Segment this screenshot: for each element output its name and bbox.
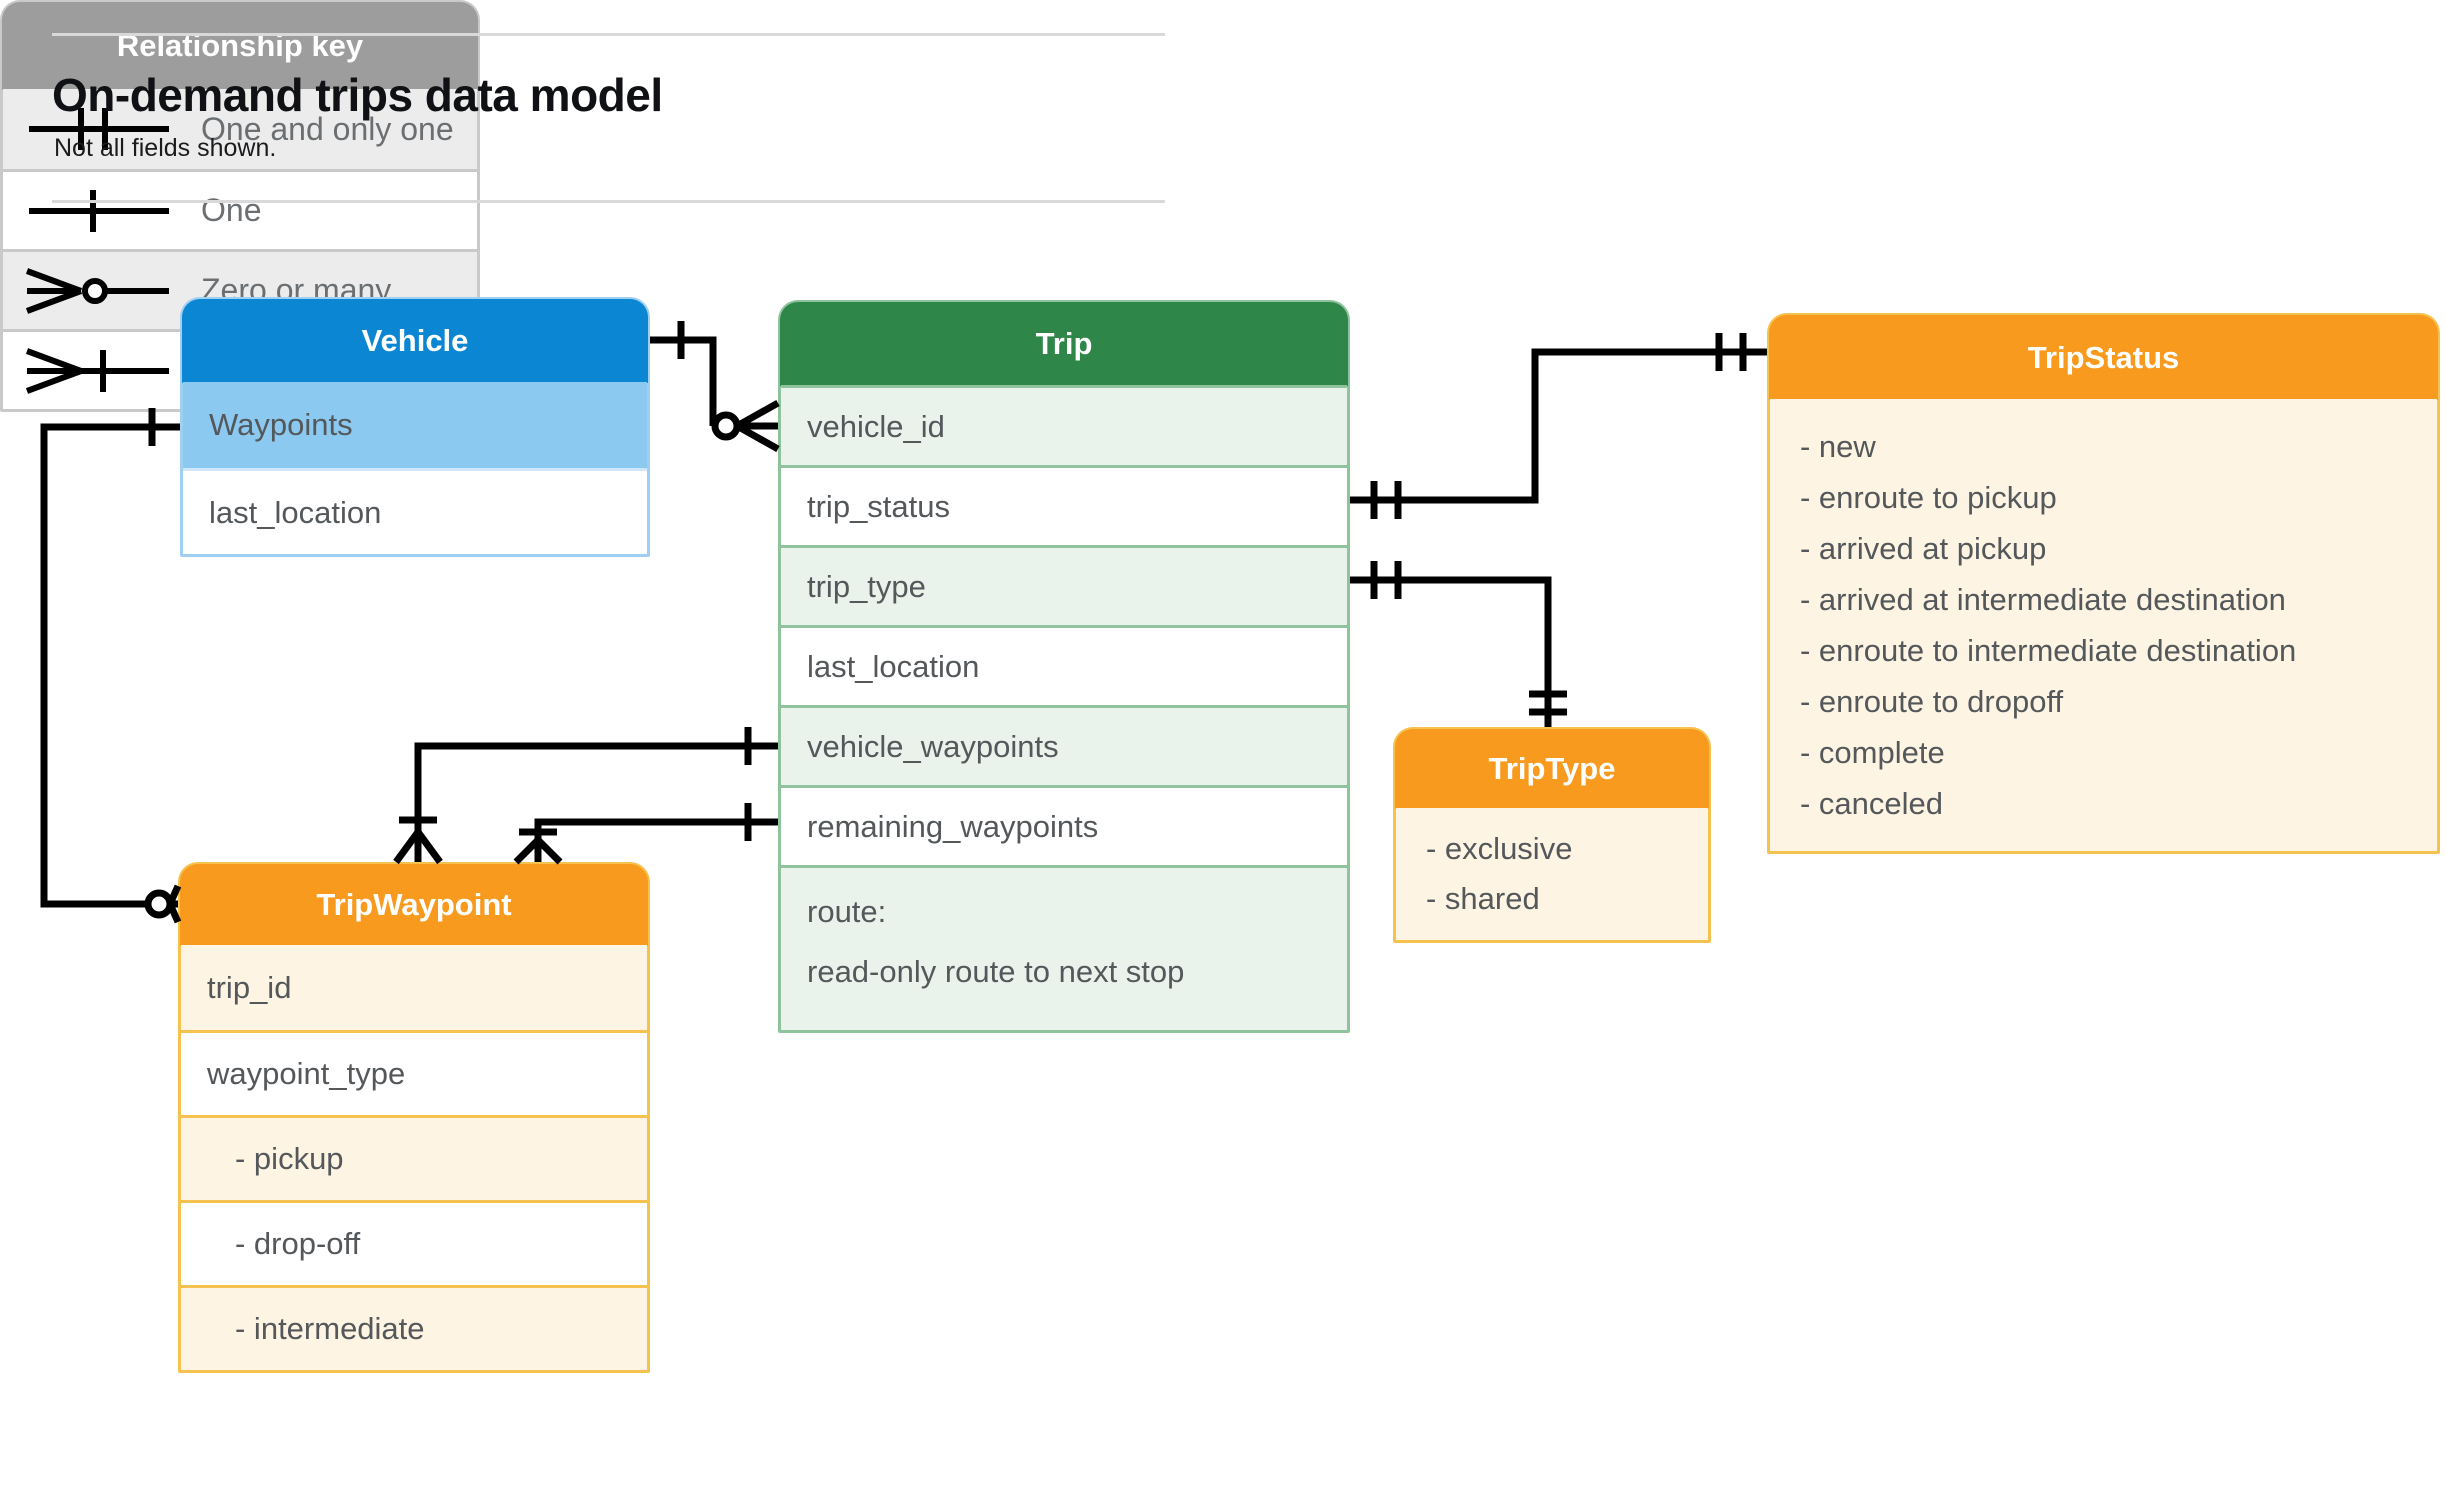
one-icon xyxy=(29,189,169,232)
field-route: route: read-only route to next stop xyxy=(781,865,1347,1030)
legend-label: One and only one xyxy=(201,110,454,147)
field-vehicle-waypoints: vehicle_waypoints xyxy=(781,705,1347,785)
status-value: - enroute to pickup xyxy=(1800,480,2057,515)
relationship-key-header: Relationship key xyxy=(2,2,478,90)
connector-trip-tripstatus xyxy=(1350,333,1767,519)
waypoint-value-dropoff: - drop-off xyxy=(181,1200,647,1285)
divider-top xyxy=(52,33,1165,36)
field-trip-status: trip_status xyxy=(781,465,1347,545)
entity-triptype: TripType - exclusive - shared xyxy=(1393,727,1711,943)
page-subtitle: Not all fields shown. xyxy=(54,134,277,162)
divider-bottom xyxy=(52,200,1165,203)
status-value: - canceled xyxy=(1800,786,1944,821)
crow-foot-icon xyxy=(393,829,443,865)
legend-label: One xyxy=(201,192,262,228)
zero-or-many-marker xyxy=(711,411,741,441)
status-value: - enroute to intermediate destination xyxy=(1800,633,2297,668)
connector-trip-triptype xyxy=(1350,561,1567,727)
zero-or-many-marker xyxy=(144,889,174,919)
crow-foot-icon xyxy=(166,884,182,924)
tripstatus-values: - new - enroute to pickup - arrived at p… xyxy=(1770,399,2437,851)
entity-trip: Trip vehicle_id trip_status trip_type la… xyxy=(778,300,1350,1033)
status-value: - enroute to dropoff xyxy=(1800,684,2064,719)
legend-item-one: One xyxy=(3,169,477,249)
type-value: - exclusive xyxy=(1426,831,1573,866)
route-field-description: read-only route to next stop xyxy=(807,954,1185,989)
field-last-location: last_location xyxy=(781,625,1347,705)
crow-foot-icon xyxy=(735,399,780,453)
field-vehicle-id: vehicle_id xyxy=(781,385,1347,465)
field-waypoints: Waypoints xyxy=(183,382,647,468)
status-value: - arrived at intermediate destination xyxy=(1800,582,2286,617)
field-trip-id: trip_id xyxy=(181,945,647,1030)
connector-vehicle-trip xyxy=(650,321,780,453)
field-last-location: last_location xyxy=(183,468,647,554)
entity-trip-header: Trip xyxy=(780,302,1348,386)
connector-vehicle-waypoints-tripwaypoint xyxy=(393,727,778,865)
status-value: - arrived at pickup xyxy=(1800,531,2047,566)
connector-remaining-waypoints-tripwaypoint xyxy=(513,803,778,865)
status-value: - new xyxy=(1800,429,1876,464)
one-and-only-one-icon xyxy=(29,108,169,150)
legend-item-one-and-only-one: One and only one xyxy=(3,89,477,169)
page-title: On-demand trips data model xyxy=(52,69,663,121)
zero-or-many-icon xyxy=(25,267,169,314)
entity-tripstatus-header: TripStatus xyxy=(1769,315,2438,400)
waypoint-value-intermediate: - intermediate xyxy=(181,1285,647,1370)
field-remaining-waypoints: remaining_waypoints xyxy=(781,785,1347,865)
field-waypoint-type: waypoint_type xyxy=(181,1030,647,1115)
waypoint-value-pickup: - pickup xyxy=(181,1115,647,1200)
status-value: - complete xyxy=(1800,735,1945,770)
connector-vehicle-tripwaypoint xyxy=(40,408,182,924)
entity-triptype-header: TripType xyxy=(1395,729,1709,809)
field-trip-type: trip_type xyxy=(781,545,1347,625)
entity-vehicle: Vehicle Waypoints last_location xyxy=(180,297,650,557)
route-field-name: route: xyxy=(807,894,887,929)
entity-tripwaypoint-header: TripWaypoint xyxy=(180,864,648,946)
entity-tripstatus: TripStatus - new - enroute to pickup - a… xyxy=(1767,313,2440,854)
one-or-many-icon xyxy=(25,347,169,394)
crow-foot-icon xyxy=(513,837,563,865)
type-value: - shared xyxy=(1426,881,1540,916)
entity-tripwaypoint: TripWaypoint trip_id waypoint_type - pic… xyxy=(178,862,650,1373)
triptype-values: - exclusive - shared xyxy=(1396,808,1708,940)
entity-vehicle-header: Vehicle xyxy=(182,299,648,383)
